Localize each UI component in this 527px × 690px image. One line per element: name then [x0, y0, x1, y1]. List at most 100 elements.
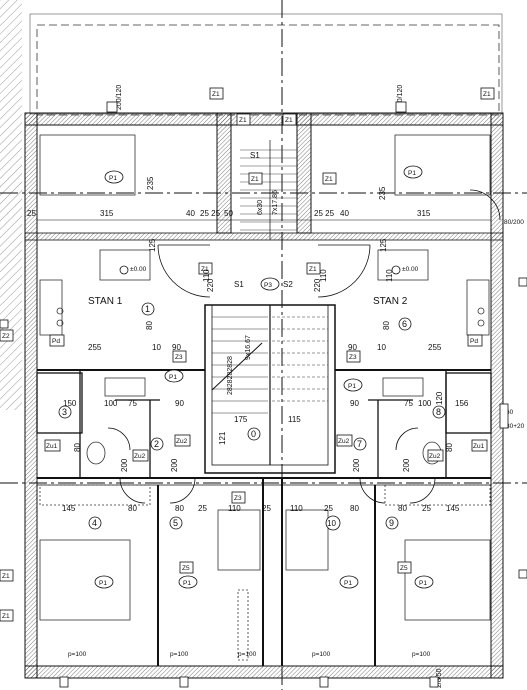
dim-50-left: 50 [224, 209, 233, 218]
svg-text:±0.00: ±0.00 [402, 266, 419, 273]
floor-note-5: p=100 [412, 651, 431, 658]
dim-200-mid-right: 200 [352, 458, 361, 472]
dim-315-left: 315 [100, 209, 114, 218]
p1-bath-right: P1 [343, 378, 363, 392]
floor-note-3: p=100 [238, 651, 257, 658]
dim-200-left: 200 [120, 458, 129, 472]
svg-text:4: 4 [92, 518, 97, 528]
left-ground-hatch [0, 0, 22, 410]
stair-landing-s1: S1 [234, 280, 244, 289]
tag-z5-right: Z5 [397, 561, 412, 574]
tag-zu2-left: Zu2 [132, 449, 149, 462]
dim-120-right: 120 [435, 391, 444, 405]
tag-zu2-right: Zu2 [427, 449, 444, 462]
svg-text:6: 6 [402, 319, 407, 329]
dim-90-right: 90 [348, 343, 357, 352]
dim-200-right: 200 [402, 458, 411, 472]
tag-z1-top-right: Z1 [480, 87, 495, 100]
dim-220-left: 220 [206, 278, 215, 292]
stair-flight-left: 2828282828 [227, 356, 234, 395]
svg-text:Z3: Z3 [349, 354, 357, 361]
stair-dim-121: 121 [218, 431, 227, 445]
svg-text:P1: P1 [344, 580, 352, 587]
svg-text:3: 3 [62, 407, 67, 417]
element-tags: Z1 Z1 Z1 Z1 Z1 Z1 Z1 Z1 Z1 Z1 Z2 Z3 Z3 Z… [0, 87, 495, 622]
svg-text:P1: P1 [408, 170, 416, 177]
svg-text:Z3: Z3 [175, 354, 183, 361]
dim-80-20-right-edge: 80+20 [506, 423, 525, 430]
stair-dims-b: 7x17.86 [272, 190, 279, 215]
dim-80-200-right-top: 80/200 [504, 219, 524, 226]
svg-text:7: 7 [357, 439, 362, 449]
circle-1: 1 [141, 302, 155, 316]
svg-text:Z5: Z5 [400, 565, 408, 572]
dim-80-left: 80 [145, 321, 154, 330]
dim-150-left: 150 [63, 399, 77, 408]
room-label-stan-1: STAN 1 [88, 296, 123, 307]
dim-40-left: 40 [186, 209, 195, 218]
stair-dim-175: 175 [234, 415, 248, 424]
dim-2525-left: 25 25 [200, 209, 221, 218]
dim-145-right: 145 [446, 504, 460, 513]
dim-2525-right: 25 25 [314, 209, 335, 218]
dim-110-left: 110 [202, 269, 211, 282]
svg-text:Z5: Z5 [182, 565, 190, 572]
stair-label-s1-top: S1 [250, 151, 260, 160]
svg-text:Z3: Z3 [234, 495, 242, 502]
dim-156-right: 156 [455, 399, 469, 408]
stair-dim-115: 115 [288, 415, 301, 424]
tag-zu2-mid-right: Zu2 [336, 434, 353, 447]
dim-10-left: 10 [152, 343, 161, 352]
dim-235-left: 235 [146, 176, 155, 190]
tag-pd-left: Pd [49, 334, 65, 347]
svg-text:Z1: Z1 [201, 266, 209, 273]
dim-110-right: 110 [319, 269, 328, 282]
tag-z1-stair-left: Z1 [248, 172, 263, 185]
dim-90-bath-right: 90 [350, 399, 359, 408]
svg-text:Z1: Z1 [2, 613, 10, 620]
dim-125-right: 125 [379, 238, 388, 252]
dim-75-right: 75 [404, 399, 413, 408]
p1-bed-mid-right: P1 [339, 575, 359, 589]
dim-100-right: 100 [418, 399, 432, 408]
p1-bed-left: P1 [94, 575, 114, 589]
svg-text:2: 2 [154, 439, 159, 449]
dim-80-bottom-1: 80 [128, 504, 137, 513]
svg-text:Z1: Z1 [325, 176, 333, 183]
svg-text:Zu1: Zu1 [46, 443, 58, 450]
dim-110-right-2: 110 [385, 269, 394, 282]
svg-text:Z1: Z1 [239, 117, 247, 124]
tag-z1-left-wall-2: Z1 [0, 609, 14, 622]
dim-110-bottom-1: 110 [228, 504, 241, 513]
p1-top-right: P1 [403, 165, 423, 179]
tag-z1-lobby-right: Z1 [306, 262, 321, 275]
furniture [39, 134, 491, 661]
stair-p3-tag: P3 [260, 277, 280, 291]
tag-z1-lobby-left: Z1 [198, 262, 213, 275]
svg-text:P1: P1 [419, 580, 427, 587]
dim-25-bottom-1: 25 [198, 504, 207, 513]
stair-dims-a: 6x30 [257, 200, 264, 215]
tag-z1-right-mid: Z1 [282, 113, 297, 126]
dim-80-bath-left: 80 [73, 443, 82, 452]
svg-text:Pd: Pd [470, 338, 478, 345]
dim-80-bath-right: 80 [445, 443, 454, 452]
dim-315-right: 315 [417, 209, 431, 218]
dim-235-right: 235 [378, 186, 387, 200]
svg-text:0: 0 [251, 429, 256, 439]
dim-40-right: 40 [340, 209, 349, 218]
dim-100-left: 100 [104, 399, 118, 408]
dim-90-left: 90 [172, 343, 181, 352]
dim-90-bath-left: 90 [175, 399, 184, 408]
tag-z1-top: Z1 [209, 87, 224, 100]
circle-8: 8 [432, 405, 446, 419]
svg-text:P3: P3 [264, 282, 272, 289]
svg-text:Z1: Z1 [2, 573, 10, 580]
floor-note-1: p=100 [68, 651, 87, 658]
svg-text:Z1: Z1 [483, 91, 491, 98]
svg-text:P1: P1 [99, 580, 107, 587]
dim-145-left: 145 [62, 504, 76, 513]
tag-zu2-mid-left: Zu2 [174, 434, 191, 447]
tag-zu1-left: Zu1 [44, 439, 61, 452]
tag-z3-left: Z3 [172, 350, 187, 363]
